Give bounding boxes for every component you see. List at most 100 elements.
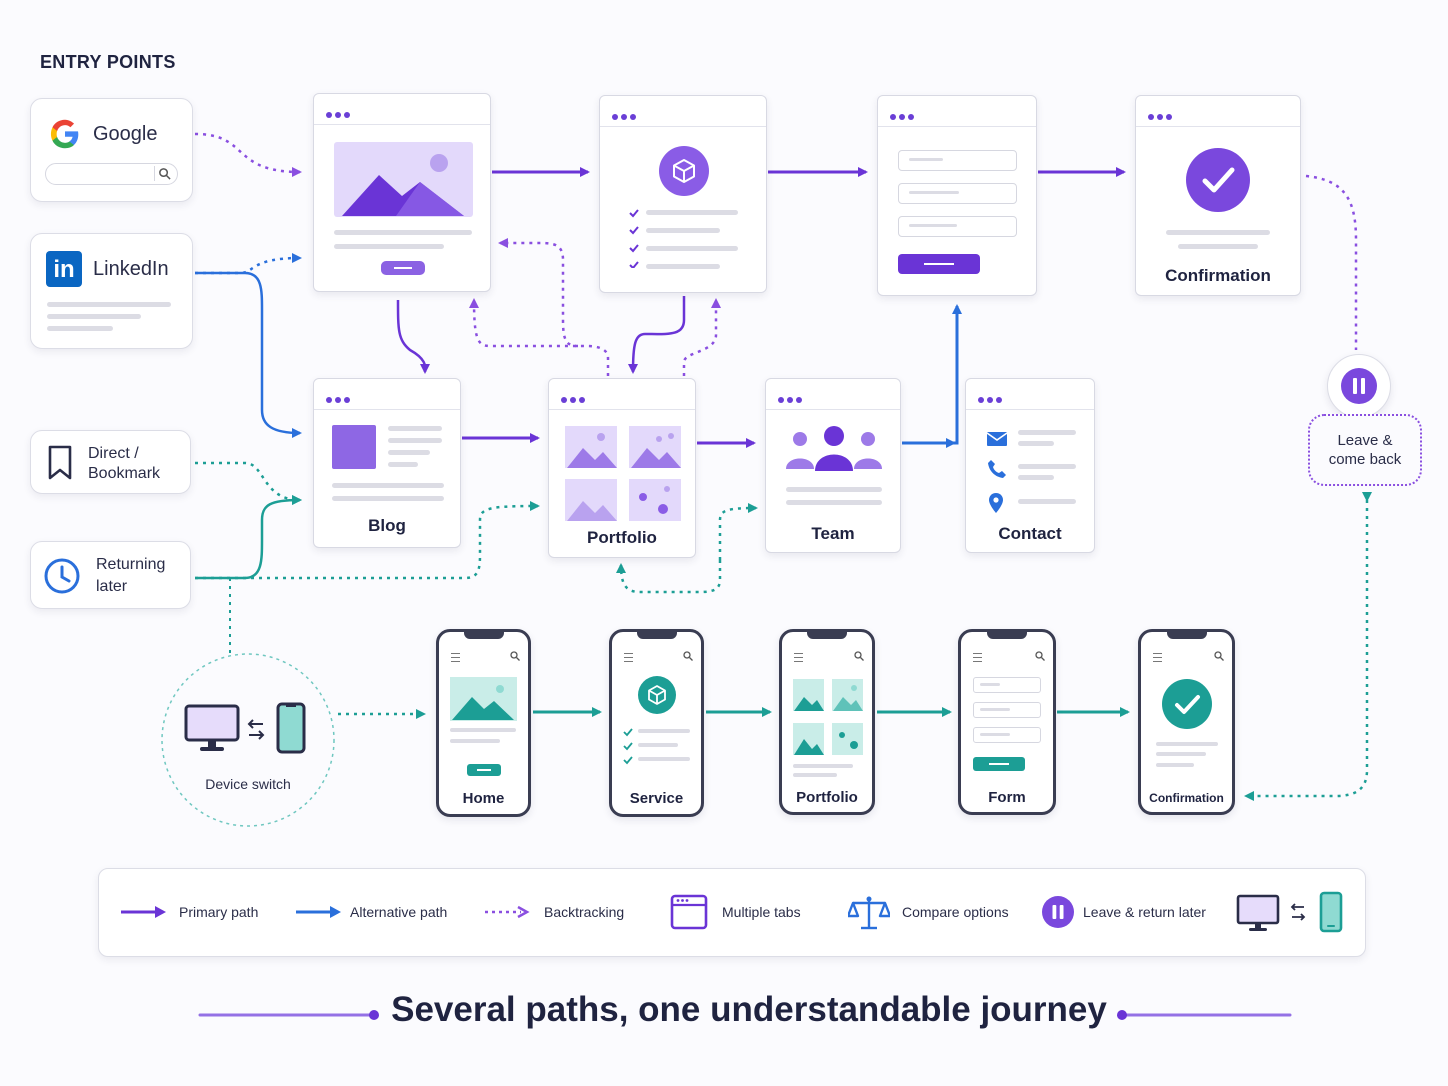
mobile-home-label: Home: [462, 790, 505, 807]
entry-points-heading: ENTRY POINTS: [40, 52, 176, 72]
backtrack-arrow: [498, 238, 579, 348]
menu-icon: [624, 653, 633, 662]
mobile-portfolio[interactable]: Portfolio: [779, 629, 875, 815]
legend: Primary path Alternative path Backtracki…: [98, 868, 1366, 957]
mobile-confirmation[interactable]: Confirmation: [1138, 629, 1235, 815]
backtracking-swatch: [485, 905, 530, 919]
primary-arrow: [396, 299, 431, 374]
page-confirmation[interactable]: Confirmation: [1135, 95, 1301, 296]
search-icon: [854, 651, 864, 661]
leave-come-back-node[interactable]: [1327, 354, 1391, 418]
bookmark-icon: [48, 445, 72, 480]
menu-icon: [451, 653, 460, 662]
backtrack-arrow: [194, 132, 302, 177]
contact-label: Contact: [998, 524, 1062, 543]
gallery-icon: [565, 426, 681, 521]
phone-icon: [276, 702, 306, 754]
window-dots: [978, 390, 1005, 408]
image-icon: [450, 677, 517, 721]
footer-dot-left: [369, 1010, 379, 1020]
switch-arrows-icon: [247, 719, 265, 740]
entry-google[interactable]: Google: [30, 98, 193, 202]
returning-label-1: Returning: [96, 556, 166, 573]
mobile-service[interactable]: Service: [609, 629, 704, 817]
page-contact[interactable]: Contact: [965, 378, 1095, 553]
entry-returning-later[interactable]: Returning later: [30, 541, 191, 609]
alternative-arrow: [195, 271, 302, 438]
leave-label-2: come back: [1328, 451, 1402, 468]
search-icon: [1214, 651, 1224, 661]
legend-alternative: Alternative path: [350, 904, 448, 920]
teal-dotted-arrow: [718, 503, 758, 560]
legend-leave: Leave & return later: [1083, 904, 1206, 920]
check-icon: [1186, 148, 1250, 212]
legend-tabs: Multiple tabs: [722, 904, 801, 920]
box-icon: [659, 146, 709, 196]
alternative-path-swatch: [296, 906, 341, 918]
window-dots: [778, 390, 805, 408]
page-team[interactable]: Team: [765, 378, 901, 553]
pin-icon: [989, 493, 1003, 513]
form-field[interactable]: [973, 727, 1041, 743]
form-field[interactable]: [898, 150, 1017, 171]
menu-icon: [794, 653, 803, 662]
pause-icon: [1341, 368, 1377, 404]
mobile-home[interactable]: Home: [436, 629, 531, 817]
google-label: Google: [93, 123, 158, 145]
linkedin-icon: in: [46, 251, 82, 287]
mail-icon: [986, 432, 1008, 446]
check-icon: [623, 728, 633, 765]
form-field[interactable]: [898, 183, 1017, 204]
form-field[interactable]: [973, 677, 1041, 693]
legend-primary: Primary path: [179, 904, 259, 920]
footer-dot-right: [1117, 1010, 1127, 1020]
home-cta-button[interactable]: [381, 261, 425, 275]
scale-icon: [848, 896, 890, 930]
monitor-icon: [1236, 894, 1280, 931]
mobile-form-label: Form: [988, 789, 1026, 806]
mobile-confirmation-label: Confirmation: [1149, 791, 1224, 805]
page-portfolio[interactable]: Portfolio: [548, 378, 696, 558]
home-mobile-button[interactable]: [467, 764, 501, 776]
pause-icon: [1042, 896, 1074, 928]
backtrack-arrow: [469, 298, 610, 376]
blog-label: Blog: [368, 516, 406, 535]
legend-compare: Compare options: [902, 904, 1009, 920]
entry-direct-bookmark[interactable]: Direct / Bookmark: [30, 430, 191, 494]
form-field[interactable]: [973, 702, 1041, 718]
primary-path-swatch: [121, 906, 166, 918]
confirmation-label: Confirmation: [1165, 266, 1271, 285]
check-icon: [1162, 679, 1212, 729]
switch-arrows-icon: [1290, 903, 1306, 921]
window-dots: [890, 107, 917, 125]
backtrack-arrow: [1305, 174, 1358, 350]
window-dots: [326, 105, 353, 123]
phone-icon: [1319, 891, 1343, 933]
device-switch-circle: [161, 653, 335, 827]
page-form[interactable]: [877, 95, 1037, 296]
page-home[interactable]: [313, 93, 491, 292]
form-submit-button[interactable]: [973, 757, 1025, 771]
form-field[interactable]: [898, 216, 1017, 237]
alternative-arrow: [942, 304, 962, 445]
menu-icon: [973, 653, 982, 662]
device-switch-label: Device switch: [205, 776, 291, 792]
teal-arrow: [195, 495, 302, 580]
window-dots: [612, 107, 639, 125]
mobile-service-label: Service: [629, 790, 684, 807]
form-submit-button[interactable]: [898, 254, 980, 274]
teal-dotted-arrow: [1244, 492, 1372, 801]
entry-linkedin[interactable]: in LinkedIn: [30, 233, 193, 349]
search-icon: [510, 651, 520, 661]
backtrack-arrow: [195, 253, 302, 275]
call-icon: [988, 460, 1006, 478]
google-search-bar[interactable]: [45, 163, 178, 185]
gallery-icon: [793, 679, 863, 755]
page-blog[interactable]: Blog: [313, 378, 461, 548]
direct-label-1: Direct /: [88, 445, 139, 462]
team-label: Team: [811, 524, 855, 543]
mobile-form[interactable]: Form: [958, 629, 1056, 815]
page-service[interactable]: [599, 95, 767, 293]
leave-come-back-box: Leave & come back: [1308, 414, 1422, 486]
teal-dotted-arrow: [195, 461, 302, 505]
